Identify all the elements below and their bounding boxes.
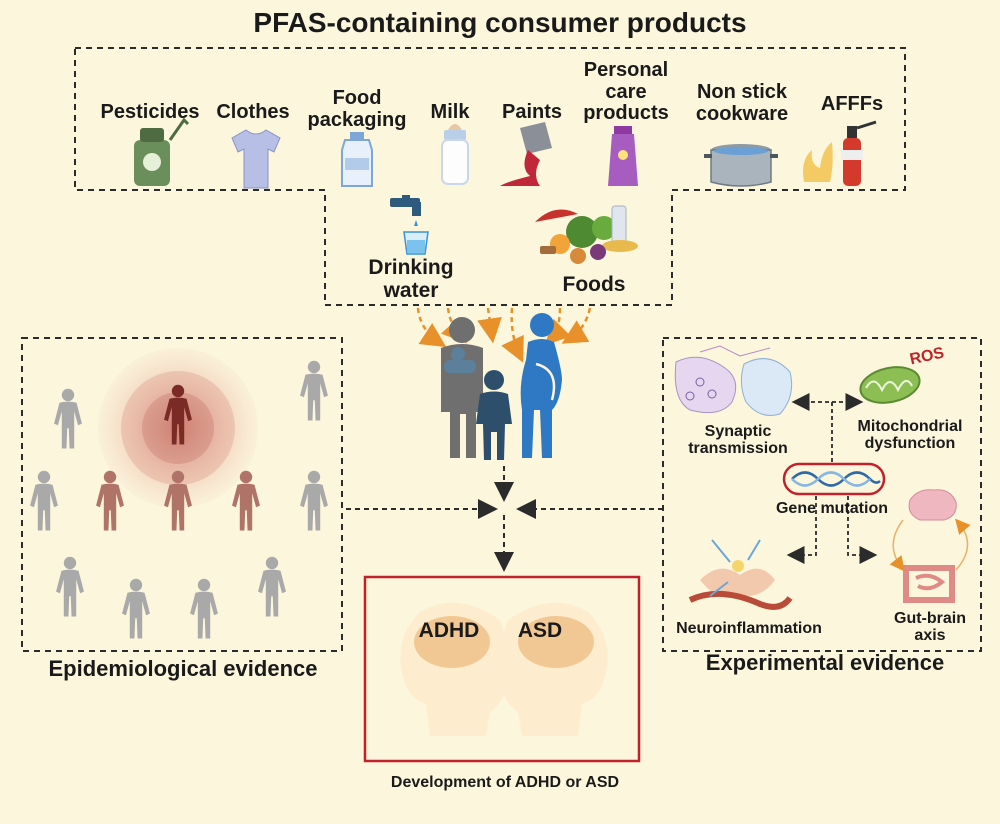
lotion-tube-icon [608,126,638,186]
label-adhd: ADHD [418,619,480,642]
label-pesticides: Pesticides [100,101,200,123]
water-tap-icon [390,195,429,255]
person-grey [54,388,82,449]
label-mito-line2: dysfunction [864,435,956,453]
convergence-arrows [346,466,663,572]
intestine-icon [903,565,955,603]
label-synaptic-line1: Synaptic [704,423,772,440]
family-figures [441,313,562,460]
label-experimental-evidence: Experimental evidence [705,650,945,675]
brain-icon [908,489,957,521]
label-personal-care-line3: products [583,102,669,125]
label-drinking-water-line1: Drinking [368,256,454,279]
epidemiological-box [21,337,343,652]
person-grey [190,578,218,639]
label-food-packaging-line2: packaging [307,108,407,131]
label-non-stick-line2: cookware [695,102,789,125]
person-grey [300,360,328,421]
label-gut-brain-line1: Gut-brain [894,610,966,627]
person-grey [30,470,58,531]
diagram-title: PFAS-containing consumer products [253,7,747,38]
label-personal-care-line2: care [605,80,647,103]
label-non-stick-line1: Non stick [696,81,788,103]
experimental-box [662,337,982,652]
label-mitochondrial-dysfunction: Mitochondrial dysfunction [846,418,974,453]
person-grey [122,578,150,639]
dna-icon [782,462,886,496]
label-non-stick-cookware: Non stick cookware [686,81,798,125]
neuron-icon [688,539,793,610]
label-foods: Foods [562,273,626,296]
label-outcome-caption: Development of ADHD or ASD [390,774,620,791]
label-drinking-water: Drinking water [356,256,466,302]
label-food-packaging: Food packaging [300,87,414,131]
pesticide-sprayer-icon [134,117,190,186]
person-grey [56,556,84,617]
head-silhouettes [400,602,608,736]
label-asd: ASD [517,619,563,642]
label-gut-brain-axis: Gut-brain axis [880,610,980,645]
outcome-box [363,575,641,763]
label-paints: Paints [501,101,563,123]
label-synaptic-line2: transmission [688,440,788,458]
tshirt-icon [231,129,281,189]
label-afffs: AFFFs [820,93,884,115]
label-mito-line1: Mitochondrial [857,418,963,435]
label-drinking-water-line2: water [383,278,439,302]
label-personal-care: Personal care products [570,59,682,125]
baby-icon [444,347,476,373]
mitochondria-icon [859,366,921,404]
mechanism-arrows [786,393,878,564]
baby-bottle-icon [441,124,469,185]
label-neuroinflammation: Neuroinflammation [676,620,822,637]
label-epidemiological-evidence: Epidemiological evidence [48,656,318,681]
label-milk: Milk [430,101,470,123]
fire-extinguisher-icon [803,120,877,186]
synapse-icon [674,345,793,416]
food-pile-icon [535,205,638,264]
gut-brain-cycle-arrows [889,518,971,572]
label-gene-mutation: Gene mutation [775,500,888,517]
person-grey [258,556,286,617]
label-clothes: Clothes [216,101,290,123]
label-gut-brain-line2: axis [914,627,946,645]
label-personal-care-line1: Personal [583,59,669,81]
label-food-packaging-line1: Food [332,87,382,109]
person-grey [300,470,328,531]
products-outline [74,47,906,306]
exposure-halo [98,348,258,508]
paint-can-icon [500,122,552,186]
label-synaptic-transmission: Synaptic transmission [676,423,800,458]
pot-icon [704,144,778,187]
bottle-icon [341,132,373,187]
